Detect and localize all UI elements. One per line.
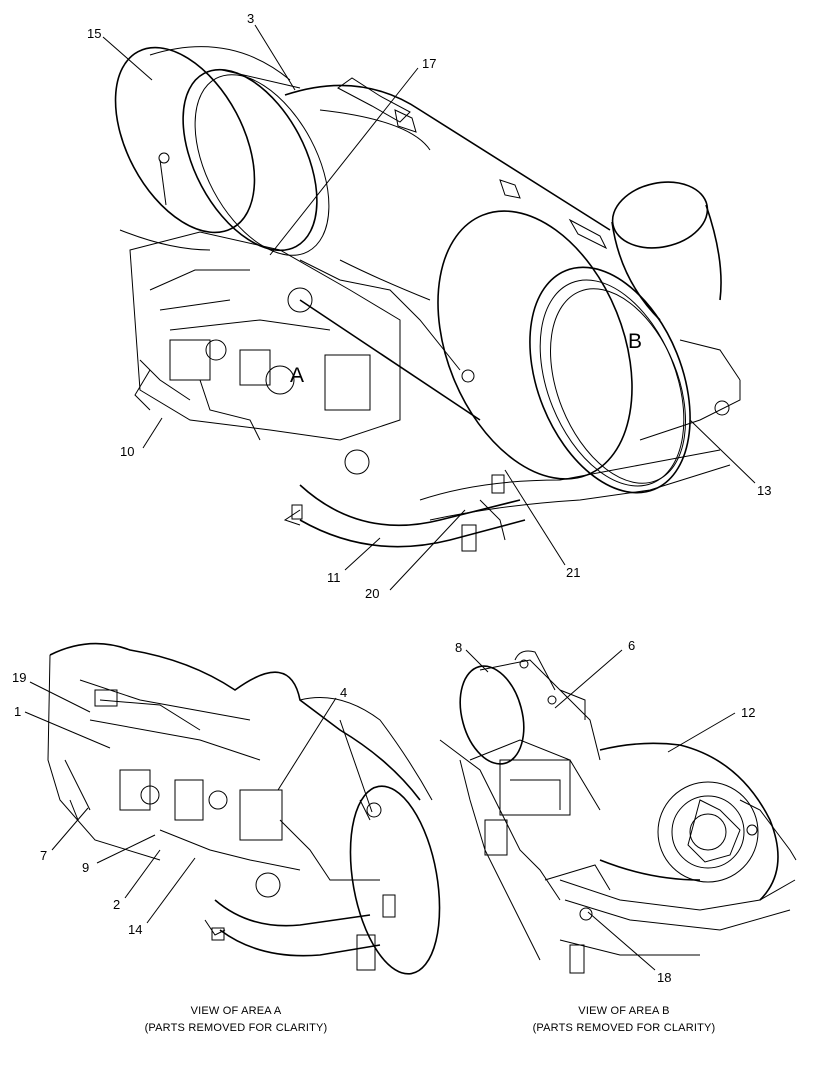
area-label-b: B	[628, 330, 642, 353]
callout-11: 11	[327, 570, 341, 585]
view-area-b-drawing	[439, 650, 797, 974]
callout-1: 1	[14, 704, 21, 719]
callout-4: 4	[340, 685, 347, 700]
view-b-caption-note: (PARTS REMOVED FOR CLARITY)	[533, 1022, 716, 1034]
callout-21: 21	[566, 565, 580, 580]
callout-7: 7	[40, 848, 47, 863]
callout-3: 3	[247, 11, 254, 26]
view-a-caption-title: VIEW OF AREA A	[191, 1005, 282, 1017]
callout-14: 14	[128, 922, 142, 937]
callout-6: 6	[628, 638, 635, 653]
main-callouts: 15 3 17 10 13 11 20 21 A B	[87, 11, 771, 601]
callout-8: 8	[455, 640, 462, 655]
view-b-caption: VIEW OF AREA B (PARTS REMOVED FOR CLARIT…	[533, 1005, 716, 1034]
main-engine-view	[114, 46, 741, 552]
callout-10: 10	[120, 444, 134, 459]
callout-2: 2	[113, 897, 120, 912]
callout-9: 9	[82, 860, 89, 875]
callout-20: 20	[365, 586, 379, 601]
view-a-caption: VIEW OF AREA A (PARTS REMOVED FOR CLARIT…	[145, 1005, 328, 1034]
callout-19: 19	[12, 670, 26, 685]
callout-12: 12	[741, 705, 755, 720]
area-label-a: A	[290, 364, 304, 387]
view-b-caption-title: VIEW OF AREA B	[578, 1005, 669, 1017]
callout-18: 18	[657, 970, 671, 985]
callout-13: 13	[757, 483, 771, 498]
view-a-caption-note: (PARTS REMOVED FOR CLARITY)	[145, 1022, 328, 1034]
view-b-callouts: 8 6 12 18	[455, 638, 755, 985]
view-a-callouts: 19 1 4 7 9 2 14	[12, 670, 347, 937]
view-a-leaders	[24, 681, 337, 924]
callout-15: 15	[87, 26, 101, 41]
main-leaders	[102, 24, 756, 591]
callout-17: 17	[422, 56, 436, 71]
view-b-leaders	[465, 649, 736, 971]
view-area-a-drawing	[47, 642, 441, 975]
